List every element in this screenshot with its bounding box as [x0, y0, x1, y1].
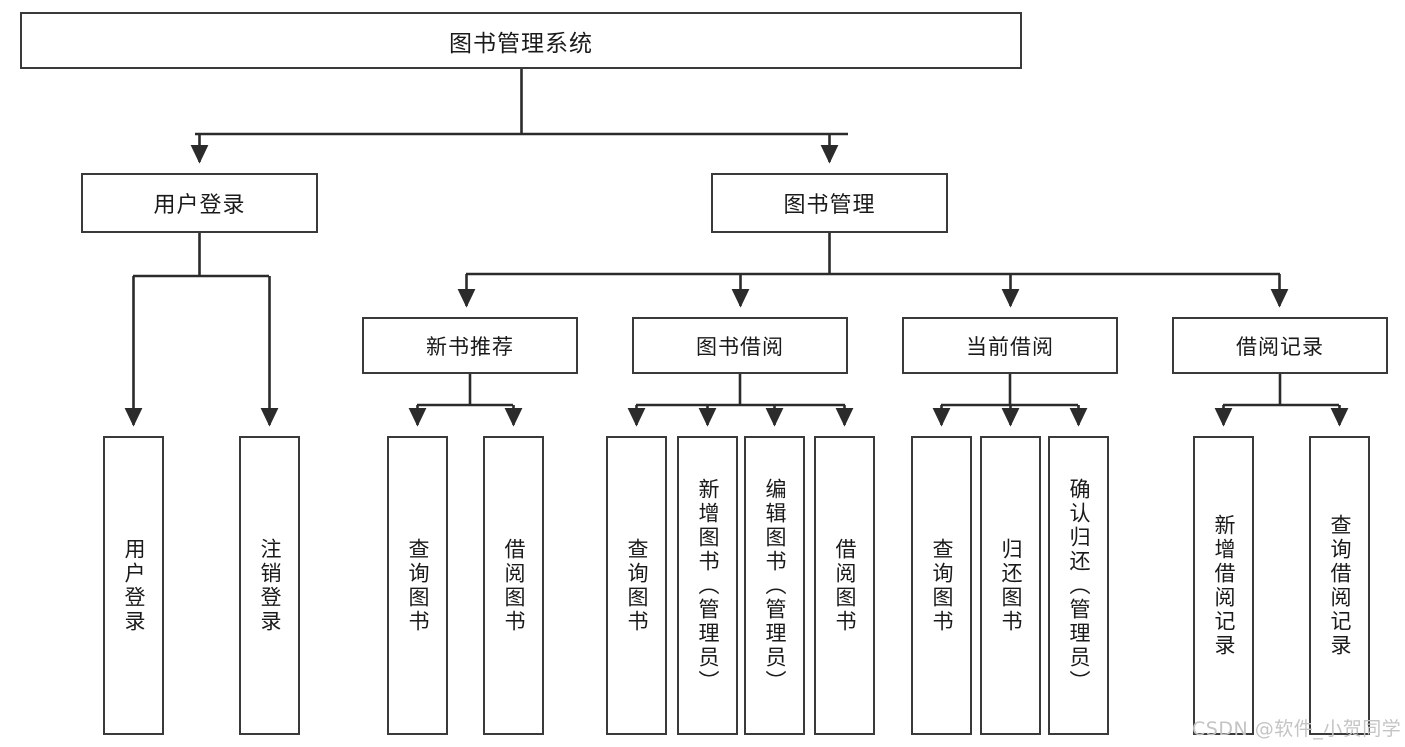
node-label: 查询图书 [625, 537, 649, 634]
node-current-borrow[interactable]: 当前借阅 [902, 317, 1118, 374]
node-leaf-query-book-recommend[interactable]: 查询图书 [387, 436, 448, 735]
node-leaf-confirm-return[interactable]: 确认归还（管理员） [1048, 436, 1109, 735]
node-label: 注销登录 [258, 537, 282, 634]
node-user-login[interactable]: 用户登录 [81, 173, 318, 233]
node-label: 确认归还（管理员） [1067, 477, 1091, 694]
node-label: 用户登录 [153, 193, 246, 218]
node-label: 借阅图书 [833, 537, 857, 634]
node-label: 查询图书 [406, 537, 430, 634]
node-book-management[interactable]: 图书管理 [711, 173, 948, 233]
node-label: 新书推荐 [426, 334, 514, 359]
node-label: 归还图书 [999, 537, 1023, 634]
node-label: 编辑图书（管理员） [763, 477, 787, 694]
node-borrow-record[interactable]: 借阅记录 [1172, 317, 1388, 374]
node-label: 新增借阅记录 [1212, 513, 1236, 658]
node-leaf-add-borrow-record[interactable]: 新增借阅记录 [1193, 436, 1254, 735]
node-label: 查询借阅记录 [1328, 513, 1352, 658]
csdn-watermark: CSDN @软件_小贺同学 [1192, 718, 1402, 740]
node-label: 用户登录 [122, 537, 146, 634]
node-label: 图书管理系统 [449, 30, 593, 57]
node-label: 借阅记录 [1236, 334, 1324, 359]
node-leaf-return-book[interactable]: 归还图书 [980, 436, 1041, 735]
node-label: 新增图书（管理员） [696, 477, 720, 694]
node-leaf-borrow-book[interactable]: 借阅图书 [814, 436, 875, 735]
node-label: 图书管理 [783, 193, 876, 218]
node-leaf-logout-login[interactable]: 注销登录 [239, 436, 300, 735]
node-leaf-query-book-borrow[interactable]: 查询图书 [606, 436, 667, 735]
node-leaf-borrow-book-recommend[interactable]: 借阅图书 [483, 436, 544, 735]
node-root-book-management-system[interactable]: 图书管理系统 [20, 12, 1022, 69]
node-leaf-edit-book[interactable]: 编辑图书（管理员） [744, 436, 805, 735]
node-label: 图书借阅 [696, 334, 784, 359]
node-leaf-add-book[interactable]: 新增图书（管理员） [677, 436, 738, 735]
node-label: 借阅图书 [502, 537, 526, 634]
node-book-borrow[interactable]: 图书借阅 [632, 317, 848, 374]
node-leaf-user-login[interactable]: 用户登录 [103, 436, 164, 735]
node-label: 查询图书 [930, 537, 954, 634]
node-leaf-query-borrow-record[interactable]: 查询借阅记录 [1309, 436, 1370, 735]
node-label: 当前借阅 [966, 334, 1054, 359]
node-leaf-query-book-current[interactable]: 查询图书 [911, 436, 972, 735]
node-new-book-recommend[interactable]: 新书推荐 [362, 317, 578, 374]
